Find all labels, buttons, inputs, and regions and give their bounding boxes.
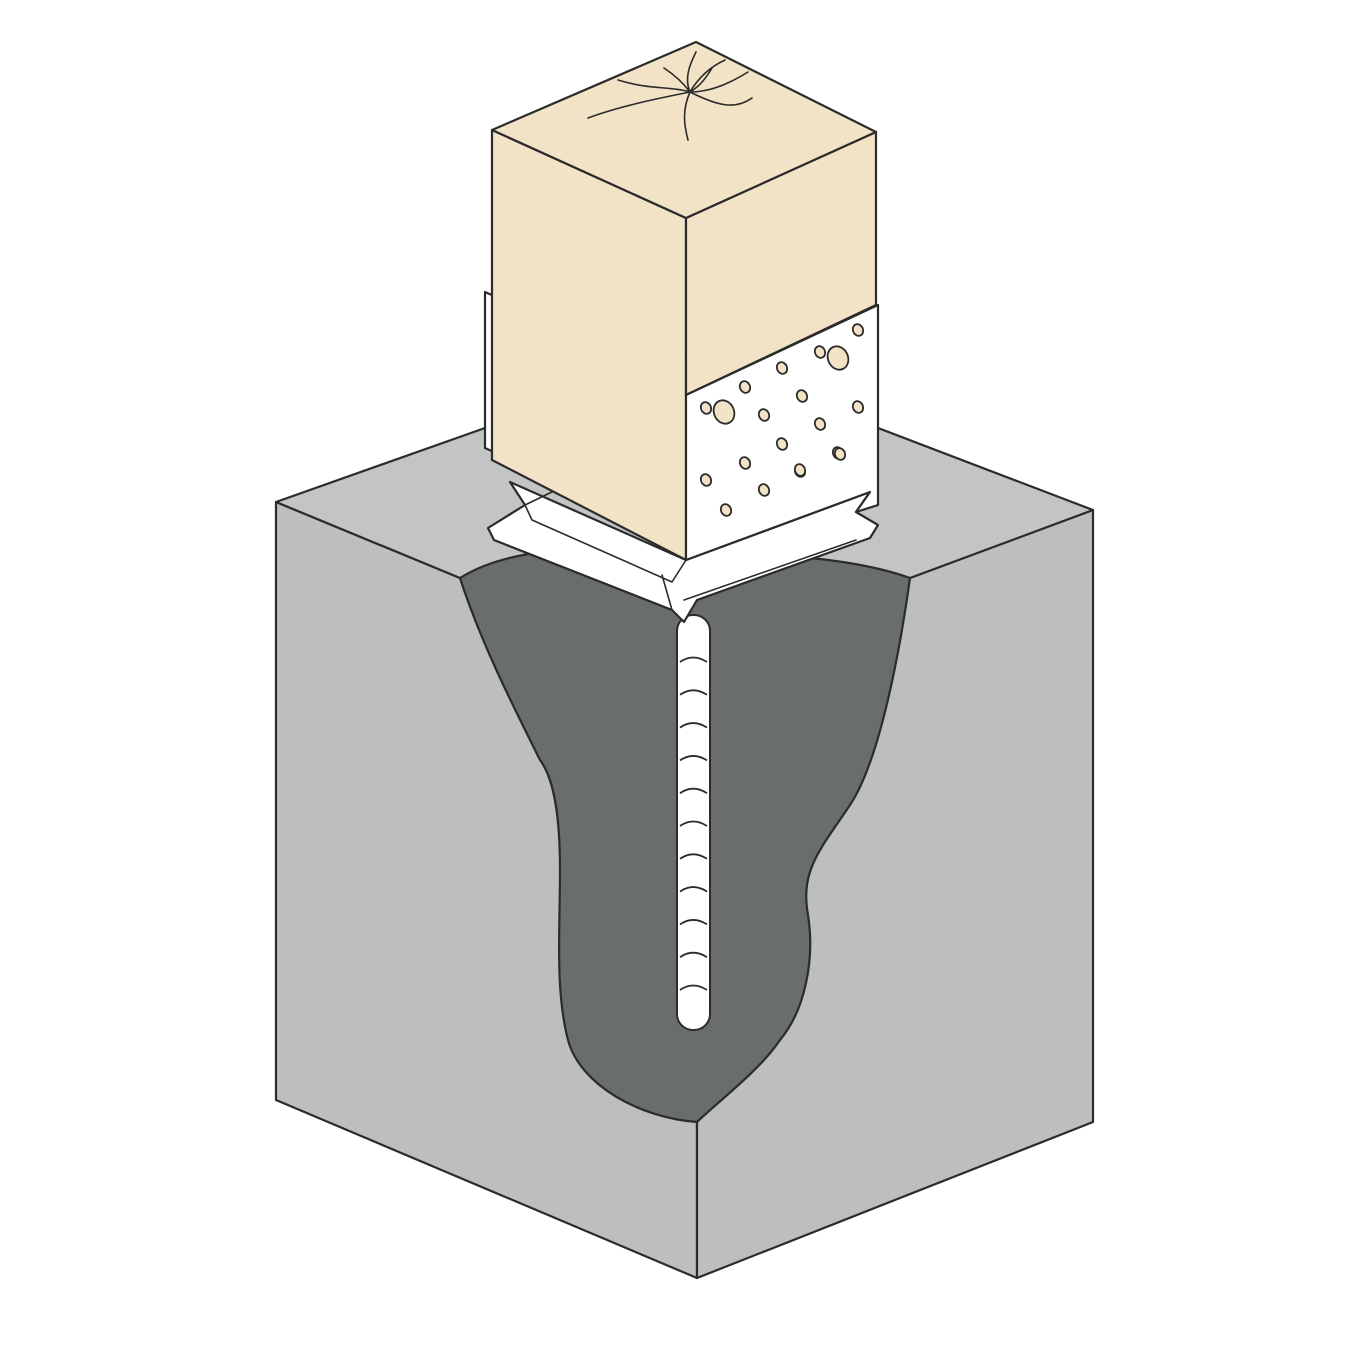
rod-rib: [679, 984, 708, 991]
side-plate: [684, 303, 880, 562]
small-hole: [775, 361, 789, 375]
timber-post: [490, 40, 878, 562]
small-hole: [793, 463, 807, 477]
end-grain-cracks: [587, 51, 753, 141]
rod-rib: [679, 886, 708, 893]
bracket-base-inner: [524, 489, 687, 583]
rod-rib: [679, 919, 708, 926]
small-hole: [813, 345, 827, 359]
small-hole: [738, 380, 752, 394]
large-hole: [826, 345, 850, 371]
rod-ribs: [679, 656, 708, 991]
rod-rib: [679, 787, 708, 794]
small-hole: [738, 456, 752, 470]
bracket-side-plate: [684, 303, 880, 562]
small-hole: [851, 323, 865, 337]
small-hole: [851, 400, 865, 414]
small-hole: [719, 503, 733, 517]
rod-rib: [679, 820, 708, 827]
small-hole: [833, 447, 847, 461]
small-hole: [757, 483, 771, 497]
rod-body: [676, 614, 711, 1031]
small-hole: [795, 389, 809, 403]
bracket-fold-line: [493, 539, 857, 611]
rod-rib: [679, 853, 708, 860]
rod-rib: [679, 722, 708, 729]
small-hole: [757, 408, 771, 422]
rod-rib: [679, 689, 708, 696]
small-hole: [775, 437, 789, 451]
rod-rib: [679, 755, 708, 762]
rod-rib: [679, 951, 708, 958]
small-hole: [813, 417, 827, 431]
small-hole: [699, 473, 713, 487]
post-top-face: [490, 40, 878, 220]
large-hole: [712, 399, 736, 425]
ribbed-anchor-rod: [676, 614, 711, 1031]
plate-holes: [699, 323, 865, 517]
small-hole: [699, 401, 713, 415]
rod-rib: [679, 656, 708, 663]
